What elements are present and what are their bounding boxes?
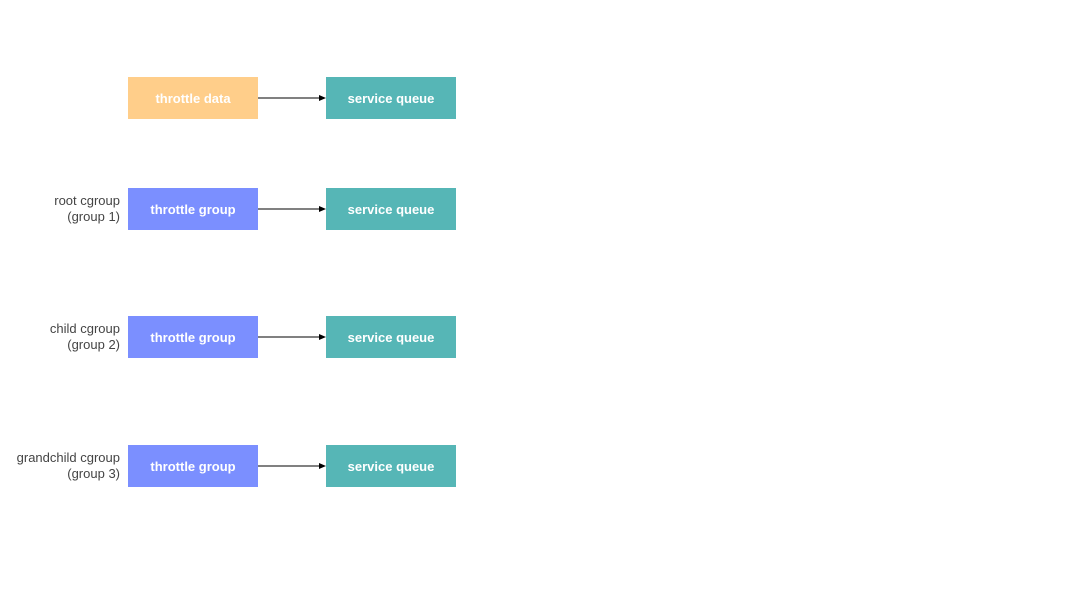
throttle-group-box: throttle group [128,316,258,358]
arrow-head [319,206,326,212]
arrow-connector [258,95,326,101]
service-queue-box: service queue [326,445,456,487]
row-label-line2: (group 3) [67,466,120,481]
arrow-connector [258,334,326,340]
diagram-row-group-1: root cgroup (group 1) throttle group ser… [0,188,1080,230]
throttle-group-box: throttle group [128,445,258,487]
diagram-row-group-3: grandchild cgroup (group 3) throttle gro… [0,445,1080,487]
row-label: child cgroup (group 2) [50,321,120,353]
throttle-group-box: throttle group [128,188,258,230]
row-label-line2: (group 2) [67,337,120,352]
arrow-connector [258,206,326,212]
row-label-line1: root cgroup [54,193,120,208]
service-queue-box: service queue [326,188,456,230]
row-label-line2: (group 1) [67,209,120,224]
diagram-row-group-2: child cgroup (group 2) throttle group se… [0,316,1080,358]
service-queue-box: service queue [326,77,456,119]
row-label: grandchild cgroup (group 3) [17,450,120,482]
arrow-head [319,95,326,101]
arrow-connector [258,463,326,469]
diagram-row-throttle-data: throttle data service queue [0,77,1080,119]
row-label-line1: grandchild cgroup [16,450,120,465]
row-label-line1: child cgroup [49,321,120,336]
arrow-head [319,334,326,340]
row-label: root cgroup (group 1) [54,193,120,225]
service-queue-box: service queue [326,316,456,358]
throttle-data-box: throttle data [128,77,258,119]
arrow-head [319,463,326,469]
